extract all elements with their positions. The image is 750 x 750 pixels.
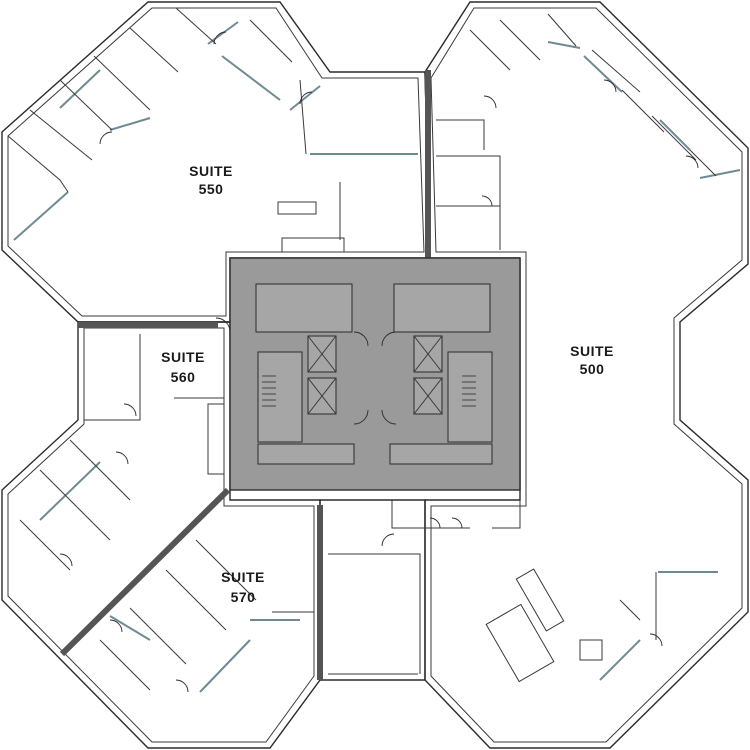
suite-560-label: SUITE (161, 349, 205, 365)
suite-560-number: 560 (171, 369, 196, 385)
elevator-west (307, 335, 337, 415)
demising-walls (59, 70, 431, 680)
suite-550-number: 550 (199, 181, 224, 197)
suite-570-number: 570 (231, 589, 256, 605)
door-swings (59, 31, 699, 693)
elevator-east (413, 335, 443, 415)
suite-500-label: SUITE (570, 343, 614, 359)
perimeter-glazing (13, 21, 741, 693)
interior-partitions (7, 7, 717, 691)
suite-labels: SUITE 550 SUITE 560 SUITE 570 SUITE 500 (161, 163, 614, 605)
stair-east (447, 351, 493, 443)
stair-west (257, 351, 303, 443)
restroom-west (255, 283, 353, 333)
suite-570-label: SUITE (221, 569, 265, 585)
suite-550-label: SUITE (189, 163, 233, 179)
suite-500-number: 500 (580, 361, 605, 377)
building-core (215, 257, 521, 491)
restroom-east (393, 283, 491, 333)
